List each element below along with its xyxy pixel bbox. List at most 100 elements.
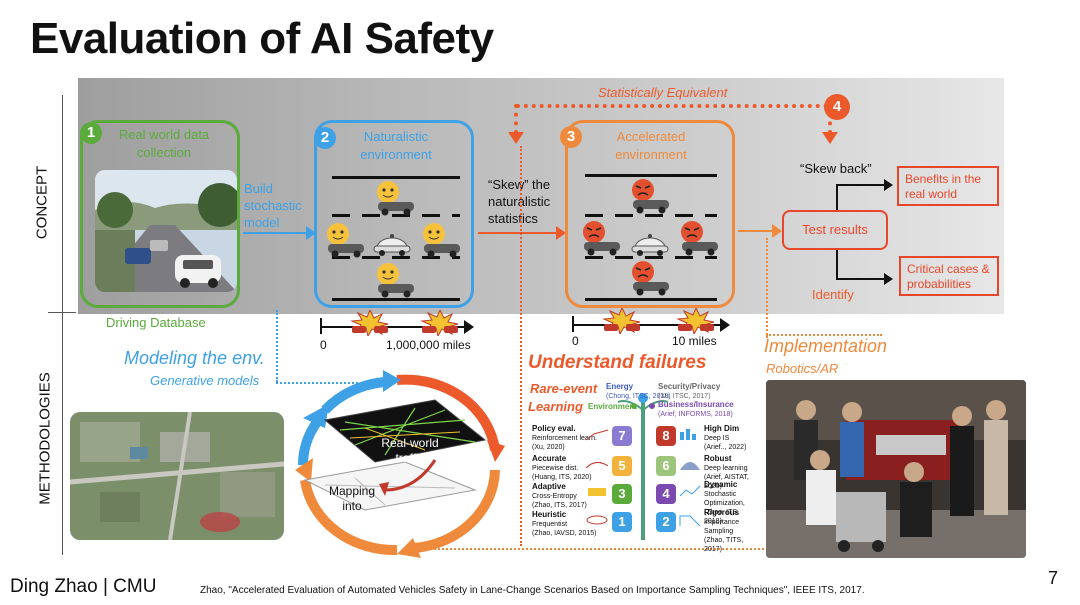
- mapping-into-label: Mapping into: [328, 484, 376, 513]
- tree-step-3: 3: [612, 484, 632, 504]
- arrow-1-to-2-head: [306, 226, 316, 240]
- autonomous-car-icon: [373, 234, 411, 256]
- aggressive-car-icon: [583, 221, 620, 256]
- lane-dash: [585, 214, 717, 217]
- implementation-subtitle: Robotics/AR: [766, 361, 839, 376]
- step-2-label: Naturalistic environment: [360, 129, 432, 162]
- crash-icon: [350, 310, 389, 336]
- crash-icon: [420, 310, 459, 336]
- implementation-connector-v: [766, 238, 768, 338]
- concept-label: CONCEPT: [33, 165, 51, 240]
- team-photo: [766, 380, 1026, 558]
- naturalistic-axis-start: 0: [320, 338, 327, 352]
- lane-line: [332, 298, 460, 301]
- tree-diagram: Energy(Chong, ITSC, 2018) Security/Priva…: [528, 380, 758, 553]
- branch-down-head: [884, 273, 893, 285]
- stat-equiv-right-drop: [828, 104, 832, 134]
- tree-step-8: 8: [656, 426, 676, 446]
- tree-step-4: 4: [656, 484, 676, 504]
- identify-label: Identify: [812, 287, 854, 302]
- modeling-title: Modeling the env.: [124, 348, 265, 368]
- crash-icon: [676, 308, 715, 334]
- step-3-label: Accelerated environment: [615, 129, 687, 162]
- modeling-connector-v: [276, 310, 278, 382]
- naturalistic-axis-end: 1,000,000 miles: [386, 338, 471, 352]
- accelerated-axis-tick: [572, 316, 574, 332]
- section-divider-vertical: [62, 95, 63, 555]
- lane-line: [332, 176, 460, 179]
- stat-equiv-line: [516, 104, 828, 108]
- section-divider-tick: [48, 312, 76, 313]
- build-model-label: Build stochastic model: [244, 181, 302, 230]
- branch-up-head: [884, 179, 893, 191]
- car-icon: [423, 223, 460, 258]
- slide-title: Evaluation of AI Safety: [30, 14, 494, 63]
- step-3-box: [565, 120, 735, 308]
- statistically-equivalent-label: Statistically Equivalent: [598, 85, 728, 100]
- implementation-title: Implementation: [764, 336, 888, 356]
- methodologies-label: METHODOLOGIES: [36, 372, 54, 505]
- tree-step-2: 2: [656, 512, 676, 532]
- lane-dash: [585, 256, 717, 259]
- step-1-number: 1: [80, 122, 102, 144]
- aggressive-car-icon: [632, 261, 669, 296]
- lane-dash: [332, 214, 460, 217]
- implementation-connector-h: [766, 334, 882, 336]
- tree-step-6: 6: [656, 456, 676, 476]
- understand-failures-title: Understand failures: [528, 352, 707, 373]
- naturalistic-axis-tick: [320, 318, 322, 334]
- accelerated-axis-end: 10 miles: [672, 334, 717, 348]
- footer-citation: Zhao, "Accelerated Evaluation of Automat…: [200, 585, 865, 596]
- mapping-cycle-diagram: [295, 370, 505, 558]
- car-icon: [327, 223, 364, 258]
- modeling-subtitle: Generative models: [150, 373, 260, 388]
- branch-up-horizontal: [836, 184, 886, 186]
- branch-down-horizontal: [836, 278, 886, 280]
- page-number: 7: [1048, 568, 1059, 588]
- naturalistic-axis: [320, 326, 468, 328]
- step-2-number: 2: [314, 127, 336, 149]
- tree-step-5: 5: [612, 456, 632, 476]
- tree-environment: Environment: [588, 402, 637, 411]
- real-world-traffic-label: Real-world traffic: [381, 436, 439, 465]
- driving-database-label: Driving Database: [106, 315, 206, 330]
- rare-event-label: Rare-event: [530, 381, 598, 396]
- tree-security: Security/Privacy(Xu, ITSC, 2017): [658, 382, 721, 400]
- tree-step-7: 7: [612, 426, 632, 446]
- arrow-2-to-3-head: [556, 226, 566, 240]
- step-2-box: [314, 120, 474, 308]
- tree-step-1: 1: [612, 512, 632, 532]
- accelerated-axis-head: [720, 318, 730, 332]
- modeling-connector-h: [276, 382, 378, 384]
- lane-dash: [332, 256, 460, 259]
- test-results-label: Test results: [802, 222, 868, 237]
- footer-author: Ding Zhao | CMU: [10, 576, 157, 597]
- test-results-box: [782, 210, 888, 250]
- tree-item-7: Policy eval.Reinforcement learn.(Xu, 202…: [532, 424, 597, 451]
- aggressive-car-icon: [632, 179, 669, 214]
- failures-connector-bottom: [414, 548, 768, 550]
- car-icon: [377, 263, 414, 298]
- tree-energy: Energy(Chong, ITSC, 2018): [606, 382, 671, 400]
- learning-label: Learning: [528, 399, 583, 414]
- chevron-down-icon: [822, 132, 838, 144]
- naturalistic-axis-head: [464, 320, 474, 334]
- driving-photo: [95, 170, 237, 292]
- lane-line: [585, 298, 717, 301]
- autonomous-car-icon: [631, 234, 669, 256]
- skew-stats-label: “Skew” the naturalistic statistics: [488, 177, 551, 226]
- tree-business: Business/Insurance(Arief, INFORMS, 2018): [658, 400, 734, 418]
- branch-down-vertical: [836, 250, 838, 280]
- aggressive-car-icon: [681, 221, 718, 256]
- arrow-3-to-results: [738, 230, 778, 232]
- benefits-box: Benefits in the real world: [897, 166, 999, 206]
- step-3-number: 3: [560, 126, 582, 148]
- step-1-label: Real world data collection: [118, 127, 210, 160]
- critical-cases-box: Critical cases & probabilities: [899, 256, 999, 296]
